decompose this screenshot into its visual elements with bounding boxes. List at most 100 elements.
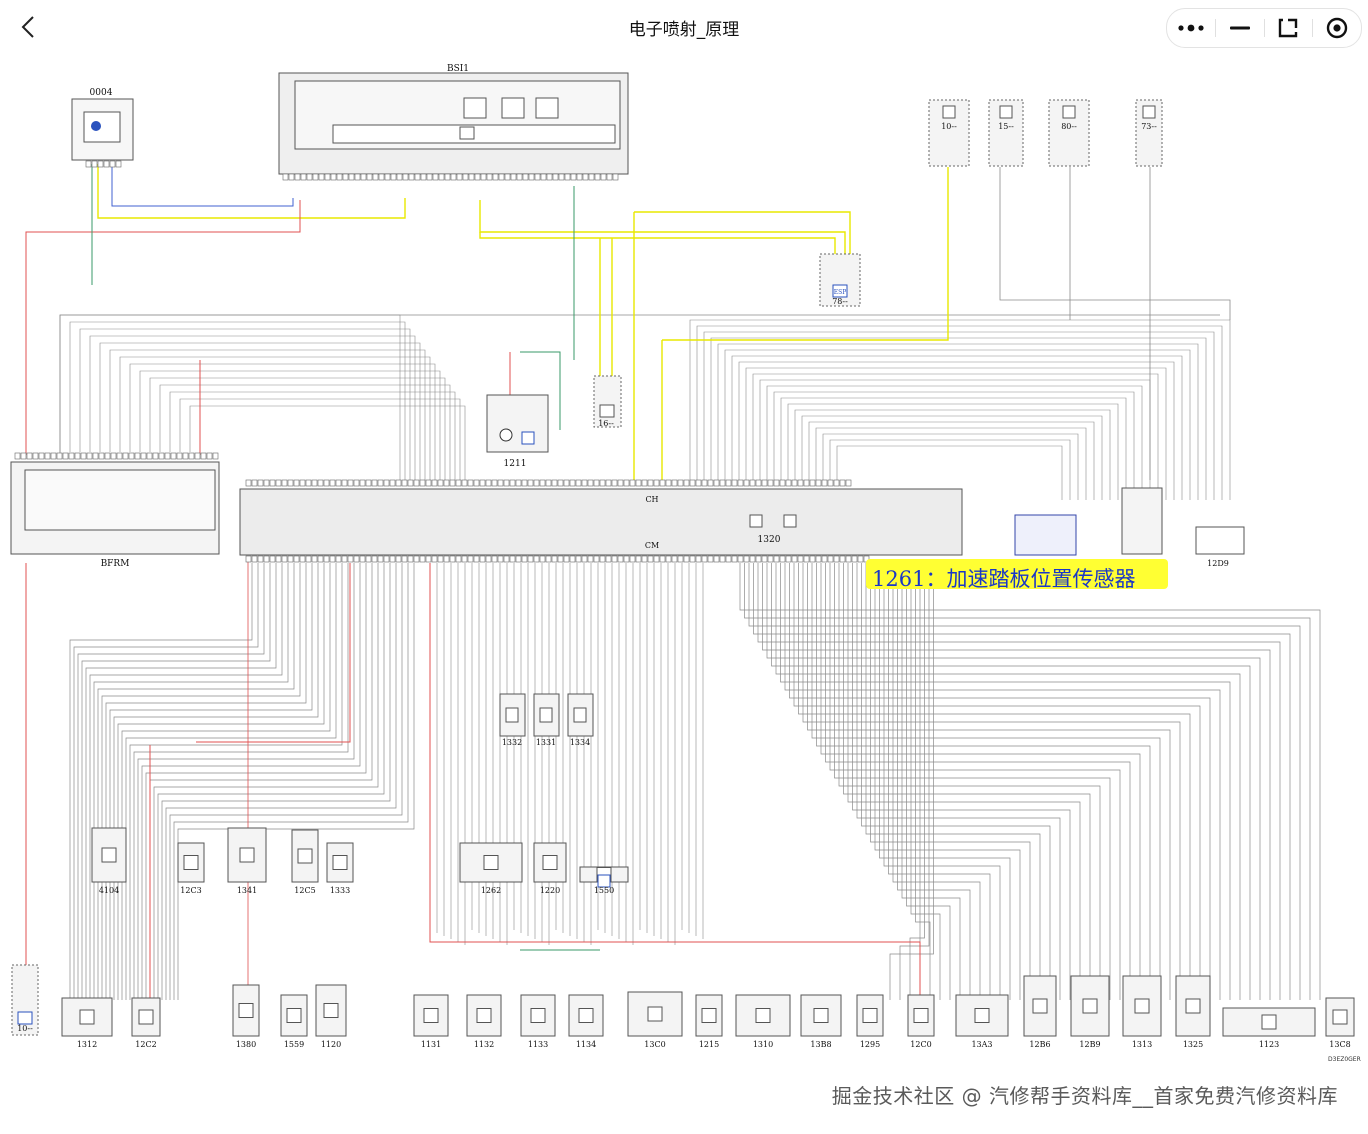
connector-pin xyxy=(845,555,852,563)
connector-pin xyxy=(444,173,451,181)
connector-pin xyxy=(503,555,510,563)
wire xyxy=(141,563,361,1000)
component-12D9 xyxy=(1195,526,1245,555)
label-13B8: 13B8 xyxy=(810,1040,831,1049)
wire xyxy=(789,563,1211,1000)
label-1134: 1134 xyxy=(576,1040,596,1049)
wire xyxy=(145,563,367,1000)
connector-pin xyxy=(467,479,474,487)
connector-pin xyxy=(317,555,324,563)
chevron-left-icon xyxy=(21,16,34,38)
page-title: 电子喷射_原理 xyxy=(628,20,740,40)
connector-pin xyxy=(408,173,415,181)
component-symbol xyxy=(701,1008,717,1023)
connector-pin xyxy=(522,173,529,181)
wire xyxy=(838,563,1101,1000)
connector-pin xyxy=(767,555,774,563)
connector-pin xyxy=(432,173,439,181)
connector-pin xyxy=(74,452,81,460)
connector-pin xyxy=(323,479,330,487)
connector-pin xyxy=(659,479,666,487)
connector-pin xyxy=(612,173,619,181)
wire xyxy=(915,563,931,1000)
connector-pin xyxy=(462,173,469,181)
wire xyxy=(77,563,265,1000)
connector-pin xyxy=(281,479,288,487)
connector-pin xyxy=(641,479,648,487)
label-1332: 1332 xyxy=(502,738,522,747)
wire xyxy=(771,563,1251,1000)
connector-pin xyxy=(288,173,295,181)
connector-pin xyxy=(546,173,553,181)
connector-pin xyxy=(725,479,732,487)
connector-pin xyxy=(533,555,540,563)
wire xyxy=(762,563,1271,1000)
connector-pin xyxy=(581,555,588,563)
connector-pin xyxy=(533,479,540,487)
connector-pin xyxy=(365,479,372,487)
wire xyxy=(149,563,373,1000)
wire xyxy=(177,563,415,1000)
connector-pin xyxy=(779,555,786,563)
connector-pin xyxy=(707,479,714,487)
connector-pin xyxy=(431,479,438,487)
wire xyxy=(843,563,1091,1000)
connector-pin xyxy=(701,555,708,563)
connector-pin xyxy=(62,452,69,460)
component-layer xyxy=(10,72,1355,1037)
connector-pin xyxy=(629,479,636,487)
label-13C0: 13C0 xyxy=(644,1040,665,1049)
connector-pin xyxy=(803,479,810,487)
component-1211 xyxy=(486,394,549,453)
connector-pin xyxy=(257,479,264,487)
esp-symbol xyxy=(832,284,848,298)
connector-pin xyxy=(389,479,396,487)
component-symbol xyxy=(505,707,519,723)
wire xyxy=(906,563,951,1000)
minimize-button[interactable] xyxy=(1216,9,1264,47)
back-button[interactable] xyxy=(14,12,42,42)
connector-pin xyxy=(455,479,462,487)
wire xyxy=(889,563,934,1000)
connector-pin xyxy=(480,173,487,181)
connector-pin xyxy=(737,555,744,563)
connector-pin xyxy=(791,479,798,487)
wire xyxy=(196,563,351,743)
connector-pin xyxy=(449,479,456,487)
wire xyxy=(739,563,1321,1000)
connector-pin xyxy=(103,160,110,168)
connector-pin xyxy=(293,479,300,487)
label-1331: 1331 xyxy=(536,738,556,747)
wiring-diagram[interactable]: CHCM1320BSI10004BFRM10--15--80--73--ESP7… xyxy=(0,56,1368,1134)
module-icon xyxy=(999,105,1013,119)
relay-symbol xyxy=(463,97,487,119)
pedal-sensor-box xyxy=(1014,514,1077,556)
connector-pin xyxy=(306,173,313,181)
close-button[interactable] xyxy=(1313,9,1361,47)
label-1123: 1123 xyxy=(1259,1040,1279,1049)
connector-pin xyxy=(569,479,576,487)
connector-pin xyxy=(419,479,426,487)
connector-pin xyxy=(86,452,93,460)
connector-pin xyxy=(437,479,444,487)
connector-pin xyxy=(299,555,306,563)
connector-pin xyxy=(413,479,420,487)
connector-pin xyxy=(629,555,636,563)
wire xyxy=(825,563,1131,1000)
connector-pin xyxy=(461,555,468,563)
wire xyxy=(815,427,1087,500)
wire xyxy=(856,563,1061,1000)
module-label: 73-- xyxy=(1141,122,1157,131)
connector-pin xyxy=(653,479,660,487)
more-menu-button[interactable] xyxy=(1167,9,1215,47)
restore-button[interactable] xyxy=(1265,9,1313,47)
connector-pin xyxy=(576,173,583,181)
label-4104: 4104 xyxy=(99,886,119,895)
component-symbol xyxy=(286,1008,302,1023)
label-1262: 1262 xyxy=(481,886,501,895)
wire xyxy=(766,385,1143,500)
connector-pin xyxy=(438,173,445,181)
connector-pin xyxy=(600,173,607,181)
connector-pin xyxy=(407,555,414,563)
connector-pin xyxy=(545,479,552,487)
